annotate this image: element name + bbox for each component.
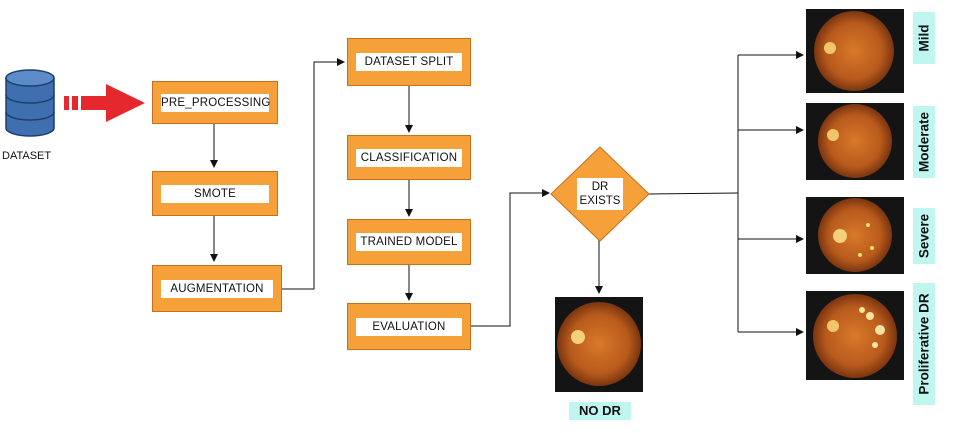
step-augmentation-label: AUGMENTATION <box>161 279 273 298</box>
no-dr-label: NO DR <box>569 402 631 420</box>
mild-label-text: Mild <box>916 24 932 52</box>
step-pre-processing-label: PRE_PROCESSING <box>161 93 270 112</box>
proliferative-label-text: Proliferative DR <box>916 293 932 395</box>
proliferative-label: Proliferative DR <box>913 283 935 405</box>
moderate-label: Moderate <box>913 106 935 178</box>
connectors <box>210 51 804 336</box>
moderate-label-text: Moderate <box>916 111 932 173</box>
database-icon <box>5 69 55 137</box>
red-arrow-icon <box>64 84 145 122</box>
severe-label-text: Severe <box>916 213 932 259</box>
step-classification: CLASSIFICATION <box>347 135 471 180</box>
step-pre-processing: PRE_PROCESSING <box>152 81 278 124</box>
dataset-label: DATASET <box>2 150 52 162</box>
severe-label: Severe <box>913 208 935 264</box>
step-smote-label: SMOTE <box>161 184 269 203</box>
step-evaluation-label: EVALUATION <box>356 317 462 336</box>
step-trained-model-label: TRAINED MODEL <box>356 233 462 251</box>
step-classification-label: CLASSIFICATION <box>356 148 462 167</box>
fundus-no-dr <box>555 297 643 392</box>
decision-label: DR EXISTS <box>577 180 623 208</box>
decision-line-2: EXISTS <box>579 195 621 207</box>
decision-line-1: DR <box>591 181 609 193</box>
mild-label: Mild <box>913 12 935 64</box>
step-smote: SMOTE <box>152 171 278 216</box>
step-augmentation: AUGMENTATION <box>152 265 282 312</box>
fundus-moderate <box>806 103 904 180</box>
step-evaluation: EVALUATION <box>347 303 471 350</box>
step-trained-model: TRAINED MODEL <box>347 219 471 265</box>
step-dataset-split: DATASET SPLIT <box>347 38 471 86</box>
fundus-severe <box>806 197 904 274</box>
fundus-proliferative <box>806 291 904 380</box>
fundus-mild <box>806 9 904 93</box>
step-dataset-split-label: DATASET SPLIT <box>356 53 462 71</box>
